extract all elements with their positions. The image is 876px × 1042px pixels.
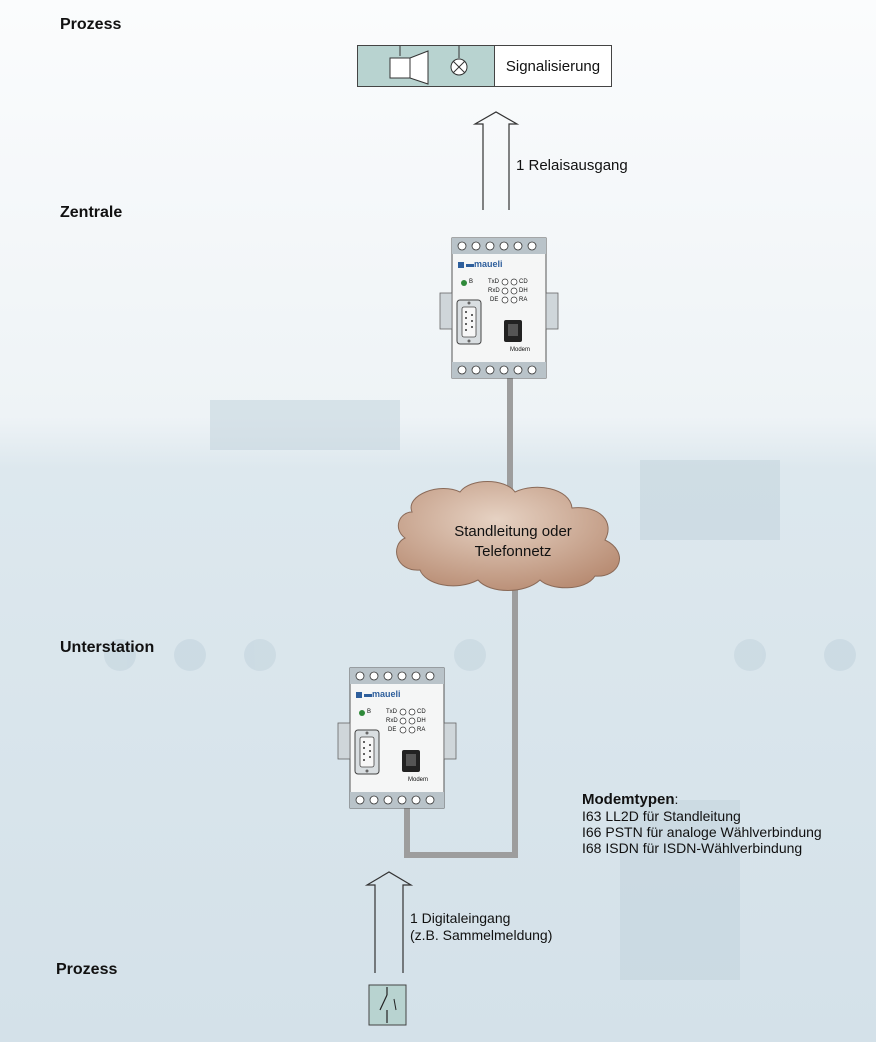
signal-symbols — [358, 46, 495, 86]
device-led-txd: TxD — [386, 709, 397, 715]
cloud-line-2: Telefonnetz — [474, 543, 552, 560]
device-led-dh: DH — [417, 718, 426, 724]
relay-label: 1 Relaisausgang — [516, 157, 628, 174]
device-led-de: DE — [388, 727, 397, 733]
label-unterstation: Unterstation — [60, 639, 155, 656]
device-led-dh: DH — [519, 288, 528, 294]
signal-box: Signalisierung — [357, 45, 612, 87]
modem-type-item: I63 LL2D für Standleitung — [582, 808, 741, 824]
central-device-labels: maueli B TxD RxD DE CD DH RA Modem — [452, 238, 546, 378]
modem-types-colon: : — [674, 791, 679, 807]
lamp-icon — [450, 46, 468, 76]
device-led-b: B — [469, 279, 474, 285]
device-led-cd: CD — [417, 709, 426, 715]
device-led-de: DE — [490, 297, 499, 303]
relay-output-arrow — [472, 111, 520, 210]
network-cloud — [396, 481, 620, 591]
device-led-b: B — [367, 709, 372, 715]
digital-line-1: 1 Digitaleingang — [410, 910, 511, 926]
digital-input-label: 1 Digitaleingang (z.B. Sammelmeldung) — [410, 910, 552, 944]
cloud-line-1: Standleitung oder — [454, 523, 572, 540]
horn-icon — [389, 46, 429, 85]
device-tag: Modem — [408, 777, 429, 783]
digital-input-arrow — [364, 871, 414, 973]
label-prozess-top: Prozess — [60, 16, 122, 33]
modem-types-title: Modemtypen — [582, 791, 675, 808]
modem-type-item: I68 ISDN für ISDN-Wählverbindung — [582, 840, 803, 856]
device-led-ra: RA — [417, 727, 426, 733]
modem-type-item: I66 PSTN für analoge Wählverbindung — [582, 824, 822, 840]
device-brand: maueli — [372, 689, 401, 699]
modem-types-list: Modemtypen: I63 LL2D für Standleitung I6… — [582, 791, 822, 856]
substation-device-labels: maueli B TxD RxD DE CD DH RA Modem — [350, 668, 444, 808]
device-led-rxd: RxD — [386, 718, 398, 724]
device-tag: Modem — [510, 347, 531, 353]
switch-icon — [368, 984, 407, 1026]
device-led-rxd: RxD — [488, 288, 500, 294]
device-led-txd: TxD — [488, 279, 499, 285]
cloud-label: Standleitung oder Telefonnetz — [418, 522, 608, 562]
device-led-ra: RA — [519, 297, 528, 303]
device-brand: maueli — [474, 259, 503, 269]
device-led-cd: CD — [519, 279, 528, 285]
signal-label: Signalisierung — [505, 57, 601, 75]
label-zentrale: Zentrale — [60, 204, 123, 221]
label-prozess-bottom: Prozess — [56, 961, 118, 978]
digital-line-2: (z.B. Sammelmeldung) — [410, 927, 553, 943]
